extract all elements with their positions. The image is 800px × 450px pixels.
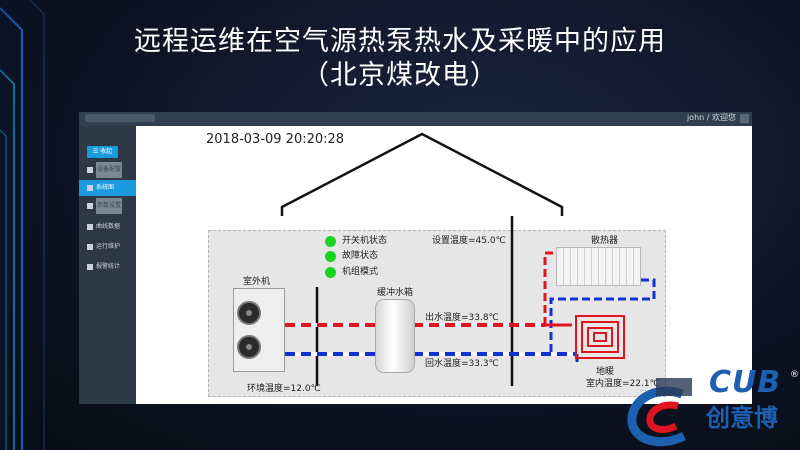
fan-icon — [237, 301, 261, 325]
sidebar: ☰ 收起 设备配置 系统图 参数设置 曲线数据 运行维护 报警统计 — [79, 126, 136, 404]
embedded-screenshot: john / 欢迎您 ☰ 收起 设备配置 系统图 参数设置 曲线数据 运行维护 … — [79, 112, 752, 404]
buffer-tank-graphic — [375, 299, 415, 373]
sidebar-item-device-config[interactable]: 设备配置 — [79, 162, 136, 178]
floor-heating-label: 地暖 — [596, 367, 615, 377]
app-brand — [85, 114, 155, 122]
chart-icon — [87, 224, 93, 230]
radiator-graphic — [556, 247, 641, 286]
gear-icon — [87, 203, 93, 209]
system-diagram-lines — [280, 132, 656, 386]
set-temperature: 设置温度=45.0℃ — [432, 236, 506, 246]
unit-mode-indicator — [325, 267, 336, 278]
slide-subtitle: （北京煤改电） — [302, 60, 498, 91]
app-topbar: john / 欢迎您 — [79, 112, 752, 126]
outdoor-unit-label: 室外机 — [243, 277, 271, 287]
logo-brand-cn: 创意博 — [706, 404, 778, 432]
return-temperature: 回水温度=33.3℃ — [425, 359, 499, 369]
timestamp: 2018-03-09 20:20:28 — [206, 132, 345, 147]
company-logo: CUB ® 创意博 — [624, 366, 800, 450]
sidebar-item-system-diagram[interactable]: 系统图 — [79, 180, 136, 196]
sidebar-item-maintenance[interactable]: 运行维护 — [79, 239, 136, 255]
collapse-button[interactable]: ☰ 收起 — [87, 146, 118, 158]
outlet-temperature: 出水温度=33.8℃ — [425, 313, 499, 323]
user-menu-icon[interactable] — [740, 114, 749, 123]
slide-title: 远程运维在空气源热泵热水及采暖中的应用 — [134, 26, 666, 57]
logo-brand: CUB — [709, 365, 782, 400]
fan-icon — [237, 335, 261, 359]
fault-status-indicator — [325, 251, 336, 262]
sidebar-item-parameters[interactable]: 参数设置 — [79, 198, 136, 214]
floor-heating-graphic — [572, 312, 628, 362]
user-text[interactable]: john / 欢迎您 — [686, 113, 736, 122]
image-icon — [87, 185, 93, 191]
edit-icon — [87, 167, 93, 173]
sidebar-item-alarm-stats[interactable]: 报警统计 — [79, 259, 136, 275]
ambient-temperature: 环境温度=12.0℃ — [247, 384, 321, 394]
indoor-temperature: 室内温度=22.1℃ — [586, 379, 660, 389]
logo-swirl-icon — [627, 378, 692, 447]
power-status-indicator — [325, 236, 336, 247]
heart-icon — [87, 244, 93, 250]
fault-status-label: 故障状态 — [342, 251, 379, 261]
unit-mode-label: 机组模式 — [342, 267, 379, 277]
registered-mark: ® — [790, 370, 799, 380]
bar-icon — [87, 264, 93, 270]
outdoor-unit-graphic — [233, 288, 285, 372]
buffer-tank-label: 缓冲水箱 — [377, 288, 414, 298]
power-status-label: 开关机状态 — [342, 236, 388, 246]
sidebar-item-curve-data[interactable]: 曲线数据 — [79, 219, 136, 235]
radiator-label: 散热器 — [591, 236, 619, 246]
